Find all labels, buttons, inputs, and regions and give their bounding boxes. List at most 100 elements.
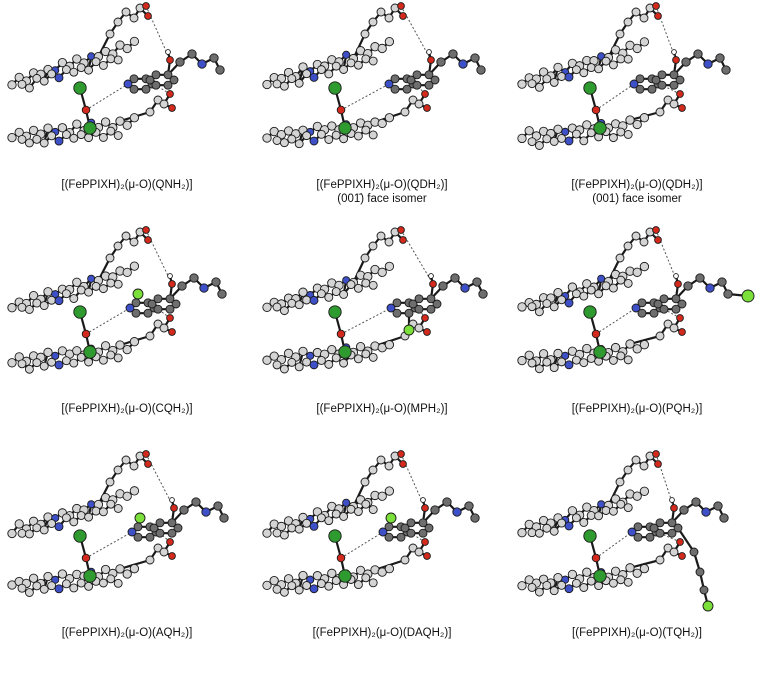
carbon-atom xyxy=(669,99,679,109)
carbon-atom xyxy=(145,331,155,341)
carbon-atom xyxy=(213,501,223,511)
oxygen-atom xyxy=(591,329,601,339)
carbon-atom xyxy=(122,491,132,501)
carbon-atom xyxy=(361,125,371,135)
nitrogen-atom xyxy=(197,59,207,69)
carbon-atom xyxy=(346,280,356,290)
oxygen-atom xyxy=(399,236,407,244)
carbon-atom xyxy=(61,579,71,589)
carbon-atom xyxy=(582,120,592,130)
carbon-atom xyxy=(695,567,705,577)
nitrogen-atom xyxy=(342,50,351,59)
carbon-atom xyxy=(39,138,49,148)
carbon-atom xyxy=(631,7,641,17)
carbon-atom xyxy=(113,241,123,251)
carbon-atom xyxy=(517,133,527,144)
carbon-atom xyxy=(100,564,111,575)
oxygen-atom xyxy=(166,90,174,98)
carbon-atom xyxy=(450,273,460,283)
carbon-atom xyxy=(272,528,282,538)
carbon-atom xyxy=(159,323,169,333)
carbon-atom xyxy=(400,523,410,533)
carbon-atom xyxy=(717,277,727,287)
carbon-atom xyxy=(113,504,123,513)
carbon-atom xyxy=(632,344,642,354)
carbon-atom xyxy=(7,132,17,143)
hydrogen-atom xyxy=(165,49,171,55)
carbon-atom xyxy=(377,43,387,54)
carbon-atom xyxy=(392,308,402,318)
carbon-atom xyxy=(113,131,123,140)
carbon-atom xyxy=(384,532,394,542)
carbon-atom xyxy=(567,282,578,292)
carbon-atom xyxy=(655,555,665,565)
nitrogen-atom xyxy=(309,521,319,531)
oxygen-atom xyxy=(423,328,431,336)
iron-atom xyxy=(73,529,87,543)
carbon-atom xyxy=(693,49,703,59)
carbon-atom xyxy=(424,523,434,533)
carbon-atom xyxy=(639,237,649,247)
carbon-atom xyxy=(159,547,169,557)
carbon-atom xyxy=(527,582,537,592)
carbon-atom xyxy=(167,518,177,528)
oxygen-atom xyxy=(168,552,176,560)
carbon-atom xyxy=(632,491,642,501)
carbon-atom xyxy=(353,60,363,70)
carbon-atom xyxy=(69,294,79,303)
molecule-panel-qdh2b: [(FePPIXH)₂(μ-O)(QDH₂)](001) face isomer xyxy=(510,0,764,224)
carbon-atom xyxy=(586,63,596,73)
oxygen-atom xyxy=(421,538,429,546)
oxygen-atom xyxy=(674,280,682,288)
iron-atom xyxy=(73,81,87,95)
carbon-atom xyxy=(113,55,123,65)
nitrogen-atom xyxy=(309,295,319,305)
oxygen-atom xyxy=(144,460,152,468)
carbon-atom xyxy=(339,512,349,521)
hydrogen-bond xyxy=(595,307,637,335)
carbon-atom xyxy=(57,569,68,579)
carbon-atom xyxy=(327,345,337,355)
carbon-atom xyxy=(294,300,304,310)
carbon-atom xyxy=(582,343,592,354)
carbon-atom xyxy=(100,341,111,351)
carbon-atom xyxy=(279,587,289,597)
chlorine-atom xyxy=(134,512,146,524)
carbon-atom xyxy=(151,80,161,90)
carbon-atom xyxy=(324,69,334,79)
carbon-atom xyxy=(76,130,86,140)
carbon-atom xyxy=(346,504,356,514)
hydrogen-bond xyxy=(340,531,384,559)
carbon-atom xyxy=(368,280,378,290)
carbon-atom xyxy=(655,528,665,538)
carbon-atom xyxy=(623,577,633,587)
nitrogen-atom xyxy=(384,79,394,89)
carbon-atom xyxy=(549,136,559,146)
carbon-atom xyxy=(145,555,155,565)
nitrogen-atom xyxy=(564,72,574,82)
carbon-atom xyxy=(542,134,552,144)
carbon-atom xyxy=(76,285,86,295)
carbon-atom xyxy=(586,285,596,295)
carbon-atom xyxy=(129,13,139,23)
oxygen-atom xyxy=(427,56,435,64)
nitrogen-atom xyxy=(309,584,319,594)
panel-subcaption: (001̄) face isomer xyxy=(337,193,427,205)
carbon-atom xyxy=(715,53,725,63)
carbon-atom xyxy=(129,84,139,94)
carbon-atom xyxy=(615,477,625,487)
carbon-atom xyxy=(571,65,581,75)
carbon-atom xyxy=(47,581,57,591)
carbon-atom xyxy=(105,29,115,39)
carbon-atom xyxy=(129,36,140,47)
carbon-atom xyxy=(430,505,440,515)
carbon-atom xyxy=(165,294,175,304)
carbon-atom xyxy=(316,289,326,299)
carbon-atom xyxy=(272,79,282,89)
carbon-atom xyxy=(129,113,140,123)
carbon-atom xyxy=(594,511,604,521)
carbon-atom xyxy=(298,346,308,357)
carbon-atom xyxy=(579,518,589,527)
oxygen-atom xyxy=(678,328,686,336)
carbon-atom xyxy=(279,530,289,540)
